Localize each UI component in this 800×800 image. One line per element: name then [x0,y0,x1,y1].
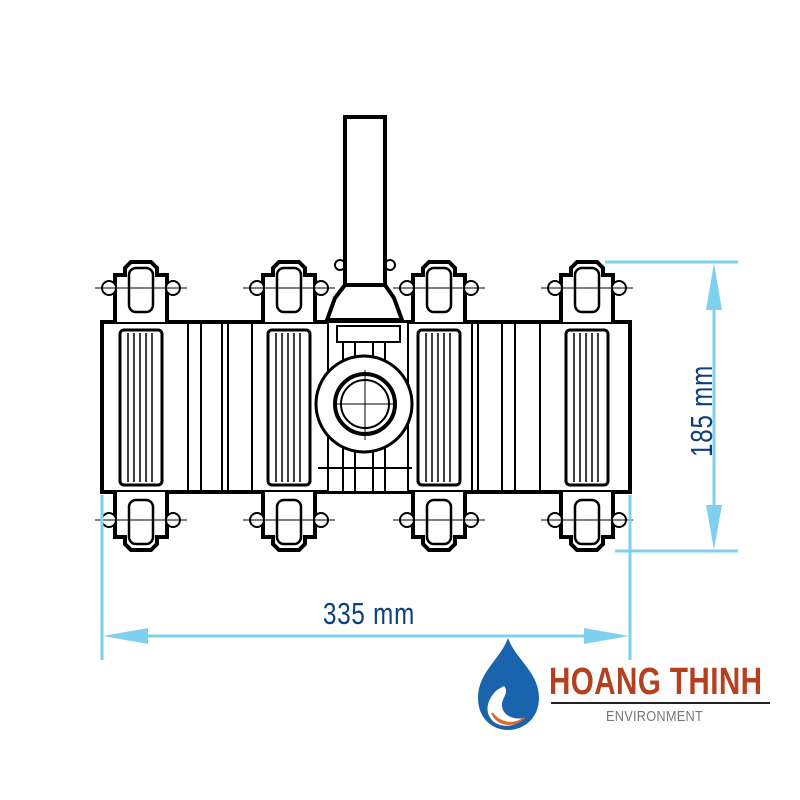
dimension-lines [100,260,738,660]
handle-neck [324,283,405,322]
wheel-column-3 [416,328,462,487]
vacuum-head-drawing [95,115,633,552]
arrow-up-icon [706,263,722,310]
bottom-wheels [95,492,633,552]
wheel-column-2 [266,328,312,487]
wheel-column-4 [564,328,610,487]
arrow-right-icon [584,628,629,644]
brand-tagline: ENVIRONMENT [606,708,704,725]
wheel-column-1 [118,328,164,487]
water-drop-icon [478,638,539,730]
brand-name: HOANG THINH [549,661,763,703]
handle-pole [343,115,387,287]
top-wheels [95,260,633,322]
width-dimension-label: 335 mm [322,596,416,631]
height-dimension-label: 185 mm [683,364,719,458]
arrow-left-icon [103,628,148,644]
brand-divider [551,702,770,704]
center-hub [314,321,414,493]
arrow-down-icon [706,505,722,550]
